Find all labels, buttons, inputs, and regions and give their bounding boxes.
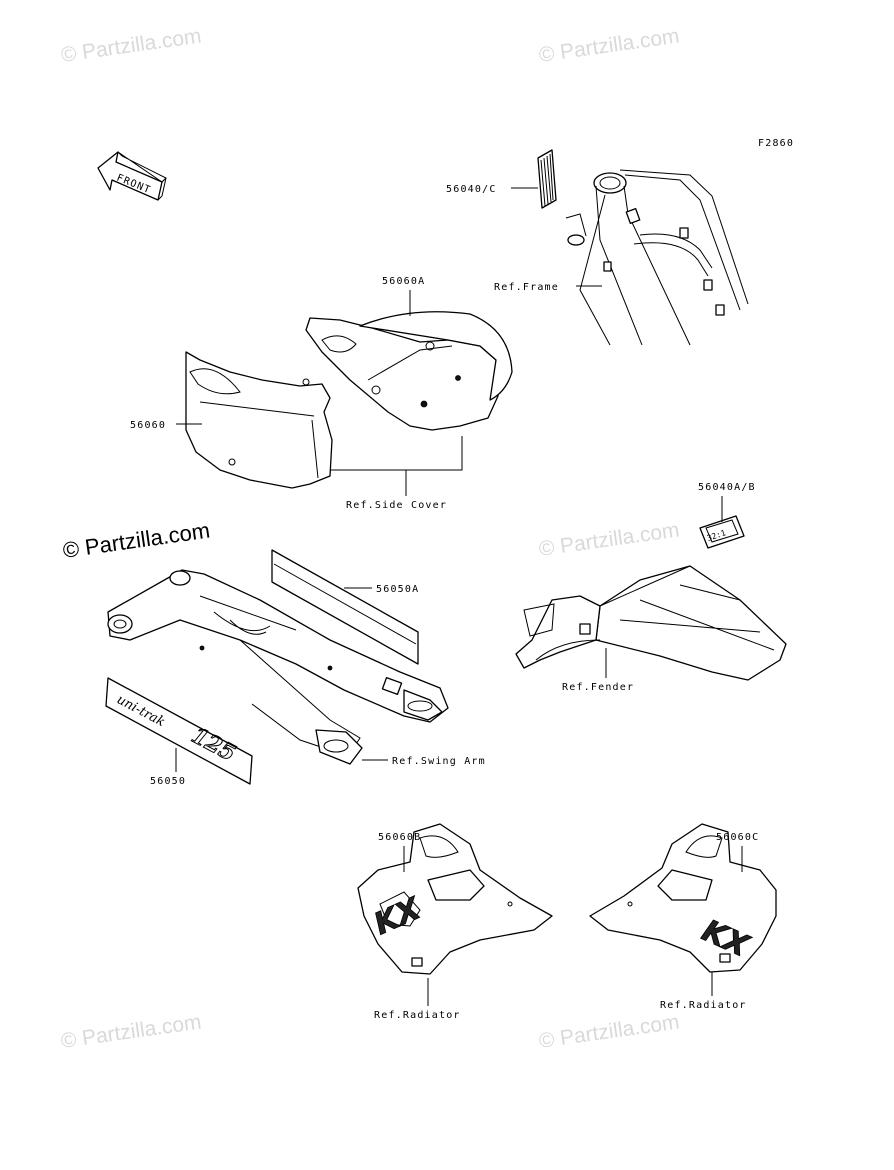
label-ref-radiator-left: Ref.Radiator (374, 1010, 461, 1021)
label-56040ab: 56040A/B (698, 482, 756, 493)
side-cover-right (305, 311, 513, 431)
watermark-top-left: © Partzilla.com (59, 24, 202, 66)
watermark-mid-right: © Partzilla.com (537, 518, 680, 560)
decal-56050: uni-trak 125 (105, 677, 253, 785)
label-56050a: 56050A (376, 584, 419, 595)
label-ref-swing-arm: Ref.Swing Arm (392, 756, 486, 767)
frame-reference (565, 169, 749, 346)
front-arrow-icon: FRONT (97, 151, 167, 201)
label-56060c: 56060C (716, 832, 759, 843)
leader-ref-side-cover (330, 436, 463, 496)
watermark-bottom-left: © Partzilla.com (59, 1010, 202, 1052)
decal-56040c (537, 149, 557, 209)
label-ref-fender: Ref.Fender (562, 682, 634, 693)
watermark-bottom-right: © Partzilla.com (537, 1010, 680, 1052)
watermark-mid-left: © Partzilla.com (61, 518, 211, 563)
label-ref-frame: Ref.Frame (494, 282, 559, 293)
label-56050: 56050 (150, 776, 186, 787)
label-56060: 56060 (130, 420, 166, 431)
label-ref-radiator-right: Ref.Radiator (660, 1000, 747, 1011)
decal-56050a (271, 549, 419, 665)
swing-arm (107, 569, 449, 765)
diagram-code: F2860 (758, 138, 794, 149)
label-56060a: 56060A (382, 276, 425, 287)
radiator-shroud-right: KX (589, 823, 777, 973)
label-56040c: 56040/C (446, 184, 497, 195)
label-ref-side-cover: Ref.Side Cover (346, 500, 447, 511)
decal-56040ab: 32:1 (699, 515, 745, 549)
rear-fender (515, 565, 787, 681)
radiator-shroud-left: KX (357, 823, 553, 975)
label-56060b: 56060B (378, 832, 421, 843)
watermark-top-right: © Partzilla.com (537, 24, 680, 66)
side-cover-left (185, 351, 333, 489)
